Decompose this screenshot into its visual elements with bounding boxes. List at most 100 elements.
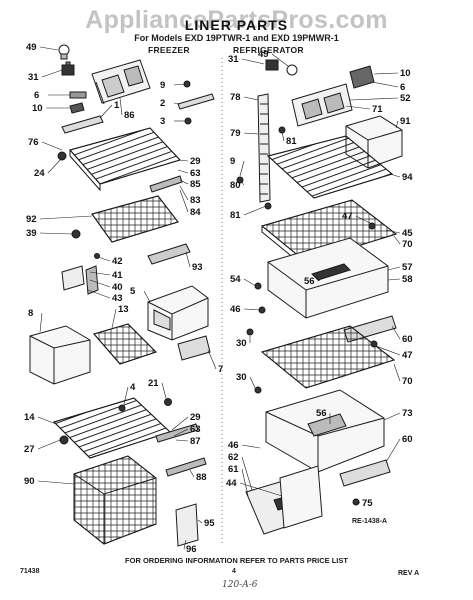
part-88-rail (165, 457, 207, 477)
callout-leader (389, 173, 401, 178)
part-49-light-bulb (58, 44, 70, 60)
callout-leader (393, 235, 401, 245)
callout-leader (345, 105, 371, 110)
callout-label: 80 (230, 180, 241, 191)
callout-leader (41, 141, 63, 151)
callout-label: 58 (402, 274, 413, 285)
part-14-freezer-rack (53, 397, 171, 459)
part-57-crisper-pan (267, 237, 389, 319)
part-52-control-housing (291, 83, 353, 127)
callout-label: 40 (112, 282, 123, 293)
callout-leader (387, 266, 401, 271)
part-7-handle (177, 335, 211, 361)
callout-label: 29 (190, 156, 201, 167)
callout-leader (47, 157, 63, 174)
callout-label: 3 (160, 116, 165, 127)
callout-leader (37, 416, 57, 425)
part-2-rail (177, 93, 215, 110)
callout-label: 84 (190, 207, 201, 218)
callout-leader (373, 72, 399, 75)
callout-leader (393, 363, 401, 382)
callout-leader (173, 428, 189, 437)
callout-leader (243, 205, 267, 216)
callout-leader (37, 439, 61, 450)
callout-label: 6 (34, 90, 39, 101)
callout-leader (197, 519, 203, 524)
callout-leader (317, 279, 321, 282)
part-90-wire-basket (73, 455, 157, 545)
drawing-id: RE-1438-A (352, 518, 388, 525)
callout-label: 73 (402, 408, 413, 419)
callout-label: 61 (228, 464, 239, 475)
callout-label: 43 (112, 293, 123, 304)
callout-leader (185, 251, 191, 268)
callout-label: 86 (124, 110, 135, 121)
callout-label: 31 (228, 54, 239, 65)
callout-label: 10 (32, 103, 43, 114)
callout-label: 62 (228, 452, 239, 463)
callout-label: 60 (402, 434, 413, 445)
part-10-switch (69, 102, 85, 114)
revision: REV A (398, 570, 420, 577)
callout-leader (183, 539, 187, 550)
callout-leader (161, 382, 167, 399)
callout-label: 60 (402, 334, 413, 345)
page-number: 4 (232, 568, 236, 575)
callout-leader (239, 160, 245, 177)
callout-leader (357, 501, 361, 504)
part-49-light-bulb-fresh-food (286, 64, 298, 76)
part-47-support (368, 222, 376, 230)
part-21-screw (164, 398, 172, 406)
callout-leader (241, 58, 265, 65)
callout-leader (395, 120, 399, 129)
callout-label: 21 (148, 378, 159, 389)
part-93-trim (147, 243, 191, 265)
callout-leader (383, 412, 401, 421)
watermark: AppliancePartsPros.com (85, 6, 388, 34)
callout-label: 49 (258, 49, 269, 60)
callout-leader (41, 69, 63, 78)
callout-label: 46 (228, 440, 239, 451)
part-54-roller (254, 282, 262, 290)
ordering-note: FOR ORDERING INFORMATION REFER TO PARTS … (125, 556, 348, 565)
callout-leader (249, 376, 257, 391)
callout-label: 95 (204, 518, 215, 529)
callout-label: 4 (130, 382, 136, 393)
callout-label: 56 (304, 276, 315, 287)
part-13-ice-cube-tray (93, 323, 157, 365)
callout-label: 49 (26, 42, 37, 53)
callout-label: 52 (400, 93, 411, 104)
callout-label: 46 (230, 304, 241, 315)
callout-label: 44 (226, 478, 237, 489)
callout-leader (89, 271, 111, 276)
callout-label: 79 (230, 128, 241, 139)
section-label-refrigerator: REFRIGERATOR (233, 45, 304, 55)
part-73-crisper-drawer (265, 389, 385, 473)
callout-label: 93 (192, 262, 203, 273)
callout-leader (241, 468, 249, 497)
part-76-freezer-shelf (57, 127, 181, 192)
callout-label: 76 (28, 137, 39, 148)
part-95-panel (175, 503, 199, 547)
callout-label: 87 (190, 436, 201, 447)
callout-leader (243, 96, 259, 101)
callout-label: 45 (402, 228, 413, 239)
callout-label: 1 (114, 100, 120, 111)
callout-label: 90 (24, 476, 35, 487)
callout-label: 24 (34, 168, 45, 179)
callout-leader (99, 104, 113, 119)
callout-label: 71 (372, 104, 383, 115)
callout-label: 30 (236, 338, 247, 349)
callout-label: 83 (190, 195, 201, 206)
callout-leader (239, 482, 283, 497)
callout-leader (243, 278, 257, 287)
callout-label: 41 (112, 270, 123, 281)
part-79-shelf-ladder (257, 93, 271, 203)
callout-leader (177, 169, 189, 174)
callout-leader (87, 289, 111, 299)
callout-leader (111, 308, 117, 329)
callout-leader (89, 279, 111, 288)
part-86-control-panel (91, 59, 151, 105)
callout-leader (391, 325, 401, 340)
callout-leader (39, 46, 59, 51)
